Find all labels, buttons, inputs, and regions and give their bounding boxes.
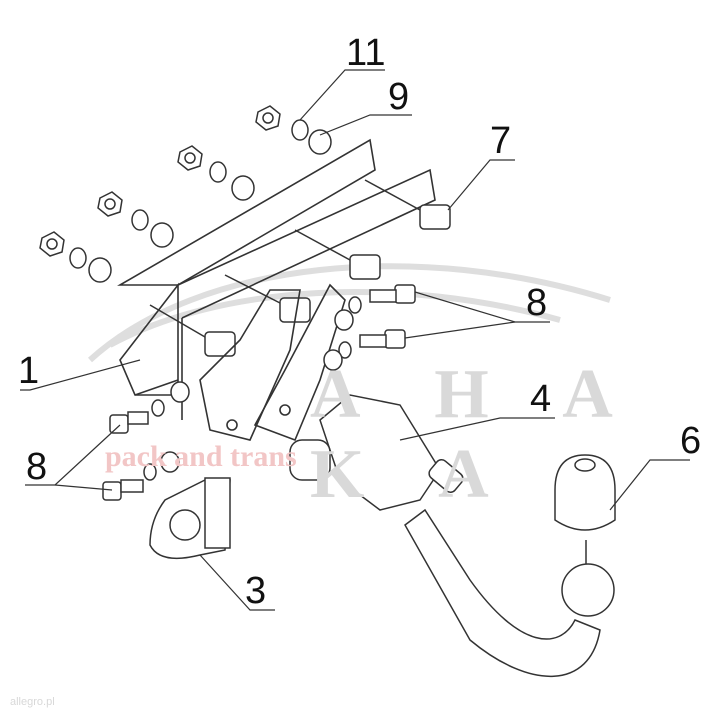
callout-9: 9 <box>388 76 410 118</box>
callout-8-left: 8 <box>26 446 48 488</box>
watermark-text: A H A K A <box>310 356 639 513</box>
bracket-bolts <box>149 179 451 357</box>
watermark-credit: allegro.pl <box>10 696 55 708</box>
nut-washer-sets <box>39 105 332 283</box>
callout-6: 6 <box>680 420 702 462</box>
callout-7: 7 <box>490 120 512 162</box>
watermark-swoosh <box>87 263 611 363</box>
tow-arm <box>404 454 616 678</box>
callout-3: 3 <box>245 570 267 612</box>
watermark-subtext: pack and trans <box>105 440 297 473</box>
callout-4: 4 <box>530 378 552 420</box>
side-plates <box>199 283 346 442</box>
mounting-bracket <box>117 138 436 420</box>
callout-8-right: 8 <box>526 282 548 324</box>
leader-lines <box>20 69 690 611</box>
coupling-housing <box>289 394 464 511</box>
socket-plate <box>149 477 231 560</box>
callout-1: 1 <box>18 350 40 392</box>
callout-11: 11 <box>346 32 386 74</box>
side-bolts <box>102 284 416 501</box>
